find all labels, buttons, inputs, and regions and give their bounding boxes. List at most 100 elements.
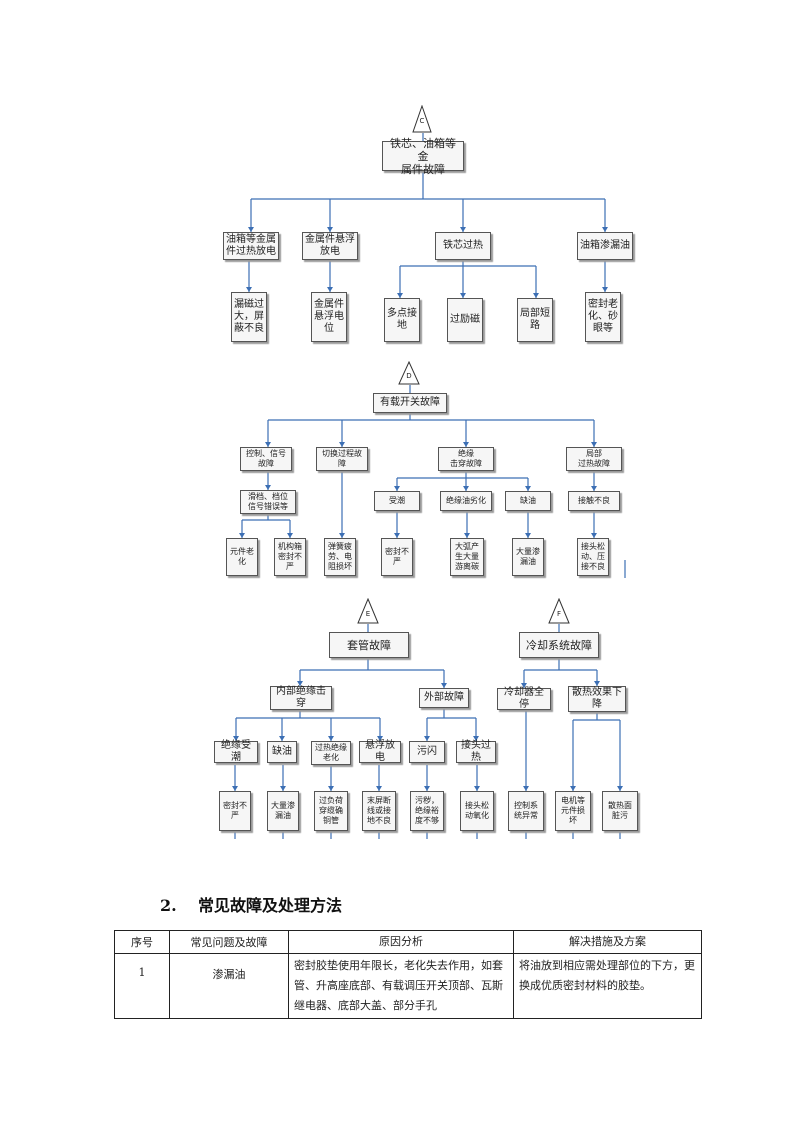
tree-c-leaf-5: 局部短 路 (517, 298, 553, 342)
connector-arrow-88 (473, 736, 479, 741)
connector-arrow-58 (464, 533, 470, 538)
tree-c-leaf-1: 漏磁过 大，屏 蔽不良 (231, 292, 267, 342)
tree-e-leaf-6: 接头松 动氧化 (460, 791, 494, 831)
tree-e-leaf-2: 大量渗 漏油 (267, 791, 299, 831)
header-cause: 原因分析 (288, 930, 514, 954)
section-title: 常见故障及处理方法 (198, 896, 343, 915)
tree-d-leaf-7: 接头松 动、压 接不良 (577, 538, 609, 576)
tree-f-root: 冷却系统故障 (519, 632, 599, 658)
header-solution: 解决措施及方案 (513, 930, 702, 954)
connector-arrow-5 (248, 227, 254, 232)
tree-f-leaf-3: 散热面 脏污 (602, 791, 638, 831)
connector-arrow-56 (394, 533, 400, 538)
tree-c-root: 铁芯、油箱等金 属件故障 (382, 137, 464, 176)
connector-arrow-80 (328, 736, 334, 741)
tree-d-leaf-4: 密封不 严 (381, 538, 413, 576)
connector-arrow-21 (397, 293, 403, 298)
connector-arrow-86 (424, 736, 430, 741)
connector-arrow-62 (591, 486, 597, 491)
connector-lines (232, 133, 626, 839)
tree-c-node-3: 铁芯过热 (435, 232, 491, 260)
tree-d-mid-1: 滑档、档位 信号错误等 (240, 490, 296, 514)
tree-d-node-3: 绝缘 击穿故障 (438, 447, 494, 471)
tree-c-letter: C (419, 117, 425, 125)
tree-d-leaf-5: 大弧产 生大量 游离碳 (450, 538, 484, 576)
connector-arrow-54 (525, 486, 531, 491)
tree-f-leaf-2: 电机等 元件损 坏 (555, 791, 591, 831)
connector-arrow-111 (521, 683, 527, 688)
connector-arrow-52 (463, 486, 469, 491)
tree-e-mid-2: 缺油 (267, 741, 297, 763)
connector-arrow-76 (233, 736, 239, 741)
tree-e-leaf-1: 密封不 严 (219, 791, 251, 831)
section-number: 2. (160, 896, 177, 915)
tree-c-leaf-3: 多点接 地 (384, 298, 420, 342)
table-row: 1 渗漏油 密封胶垫使用年限长，老化失去作用，如套管、升高座底部、有载调压开关顶… (114, 953, 702, 1019)
tree-d-leaf-1: 元件老 化 (226, 538, 258, 576)
row-fault: 渗漏油 (169, 953, 289, 1019)
tree-e-mid-3: 过热绝缘 老化 (311, 741, 351, 765)
connector-arrow-34 (463, 442, 469, 447)
tree-f-node-2: 散热效果下 降 (568, 686, 626, 712)
connector-arrow-23 (460, 293, 466, 298)
connector-arrow-82 (377, 736, 383, 741)
connector-arrow-113 (594, 681, 600, 686)
tree-e-mid-6: 接头过热 (456, 740, 496, 763)
header-fault: 常见问题及故障 (169, 930, 289, 954)
tree-f-letter: F (556, 610, 562, 618)
tree-c-node-1: 油箱等金属 件过热放电 (223, 232, 279, 260)
connector-arrow-60 (525, 533, 531, 538)
tree-e-leaf-4: 末屏断 线或接 地不良 (362, 791, 396, 831)
connector-arrow-96 (376, 786, 382, 791)
connector-arrow-98 (424, 786, 430, 791)
tree-d-leaf-6: 大量渗 漏油 (512, 538, 544, 576)
tree-e-leaf-3: 过负荷 穿缆确 铜管 (314, 791, 348, 831)
connector-arrow-15 (327, 287, 333, 292)
connector-arrow-36 (591, 442, 597, 447)
tree-d-root: 有载开关故障 (373, 393, 447, 413)
tree-d-letter: D (406, 372, 412, 380)
tree-d-mid-5: 接触不良 (568, 491, 620, 511)
connector-arrow-119 (570, 786, 576, 791)
connector-arrow-42 (239, 533, 245, 538)
tree-d-mid-2: 受潮 (374, 491, 420, 511)
connector-arrow-30 (265, 442, 271, 447)
tree-c-node-2: 金属件悬浮 放电 (302, 232, 358, 260)
connector-arrow-25 (533, 293, 539, 298)
table-header-row: 序号 常见问题及故障 原因分析 解决措施及方案 (114, 930, 702, 954)
tree-e-letter: E (365, 610, 371, 618)
tree-c-leaf-4: 过励磁 (447, 298, 483, 342)
connector-arrow-17 (602, 287, 608, 292)
connector-arrow-46 (339, 533, 345, 538)
connector-arrow-7 (327, 227, 333, 232)
section-heading: 2. 常见故障及处理方法 (160, 892, 342, 916)
connector-arrow-115 (523, 786, 529, 791)
connector-arrow-90 (232, 786, 238, 791)
connector-arrow-100 (474, 786, 480, 791)
fault-table: 序号 常见问题及故障 原因分析 解决措施及方案 1 渗漏油 密封胶垫使用年限长，… (114, 930, 702, 1019)
connector-arrow-44 (287, 533, 293, 538)
header-no: 序号 (114, 930, 170, 954)
tree-e-node-2: 外部故障 (419, 688, 469, 708)
connector-arrow-50 (394, 486, 400, 491)
tree-e-mid-1: 绝缘受潮 (214, 740, 258, 763)
connector-arrow-9 (460, 227, 466, 232)
tree-d-mid-3: 绝缘油劣化 (440, 491, 492, 511)
tree-d-leaf-2: 机构箱 密封不 严 (274, 538, 306, 576)
connector-arrow-11 (602, 227, 608, 232)
connector-arrow-72 (441, 683, 447, 688)
row-solution: 将油放到相应需处理部位的下方，更换成优质密封材料的胶垫。 (513, 953, 702, 1019)
tree-d-node-4: 局部 过热故障 (566, 447, 622, 471)
connector-arrow-92 (280, 786, 286, 791)
tree-d-node-1: 控制、信号 故障 (240, 447, 292, 471)
tree-e-node-1: 内部绝缘击 穿 (270, 686, 332, 710)
tree-c-node-4: 油箱渗漏油 (577, 232, 633, 260)
connector-arrow-121 (617, 786, 623, 791)
connector-arrow-38 (265, 485, 271, 490)
tree-e-leaf-5: 污秽， 绝缘裕 度不够 (410, 791, 444, 831)
tree-d-node-2: 切换过程故 障 (316, 447, 368, 471)
connector-arrow-64 (591, 533, 597, 538)
connector-arrow-13 (246, 287, 252, 292)
tree-d-mid-4: 缺油 (505, 491, 551, 511)
tree-c-leaf-2: 金属件 悬浮电 位 (311, 292, 347, 342)
